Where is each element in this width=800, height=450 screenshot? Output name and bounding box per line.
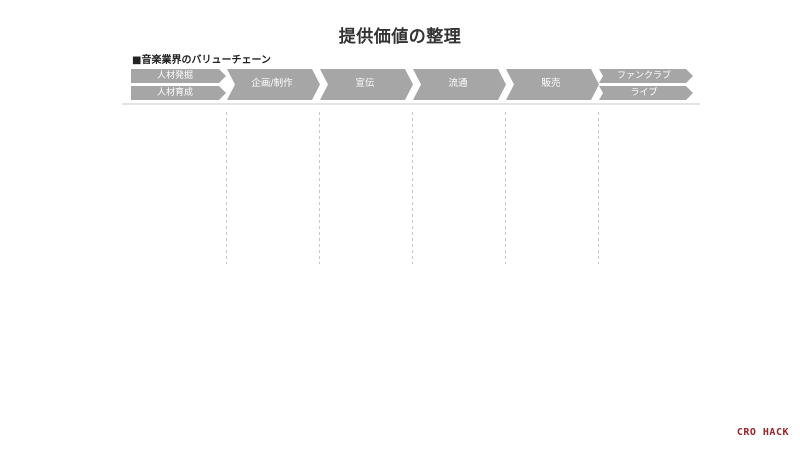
stage5-label: 販売 — [541, 78, 561, 89]
arrow-stage6-bottom — [599, 86, 693, 100]
page-title: 提供価値の整理 — [338, 27, 462, 47]
stage6-bottom-label: ライブ — [630, 88, 658, 98]
arrow-stage6-top — [599, 69, 693, 83]
stage4-label: 流通 — [448, 78, 468, 89]
arrow-stage1-bottom — [131, 86, 226, 100]
stage3-label: 宣伝 — [355, 78, 375, 89]
arrow-stage5 — [506, 69, 599, 100]
stage2-label: 企画/制作 — [251, 78, 293, 89]
arrow-stage3 — [320, 69, 413, 100]
arrow-stage1-top — [131, 69, 226, 83]
stage6-top-label: ファンクラブ — [616, 71, 671, 81]
arrow-stage4 — [413, 69, 506, 100]
arrow-stage2 — [227, 69, 320, 100]
brand-logo: CRO HACK — [736, 427, 789, 438]
section-heading: ■音楽業界のバリューチェーン — [132, 55, 271, 66]
stage1-bottom-label: 人材育成 — [156, 88, 193, 98]
stage1-top-label: 人材発掘 — [156, 71, 193, 81]
